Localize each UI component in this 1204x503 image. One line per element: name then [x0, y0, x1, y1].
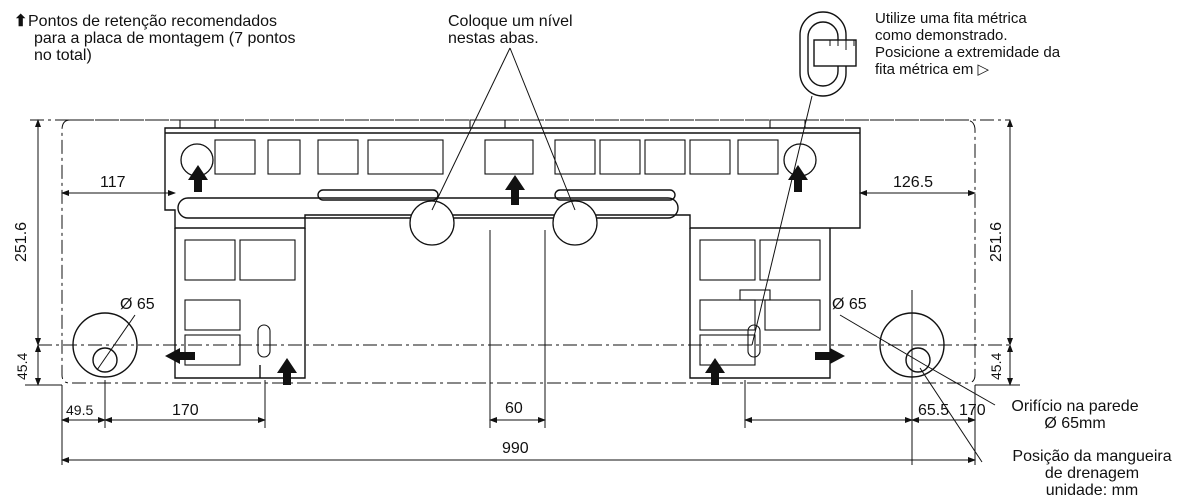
drain-hose-note: Posição da mangueira de drenagem unidade…	[1012, 448, 1172, 499]
unit-outline	[61, 119, 976, 384]
dim-height-right: 251.6	[988, 221, 1005, 262]
dim-low-right: 45.4	[988, 352, 1004, 380]
level-tabs-note: Coloque um nível nestas abas.	[448, 13, 573, 47]
dim-hole-left: Ø 65	[120, 296, 155, 313]
dim-right-offset: 126.5	[893, 174, 934, 191]
dim-left-offset: 117	[100, 174, 126, 191]
retention-points-note: ⬆Pontos de retenção recomendados para a …	[14, 13, 296, 64]
tape-measure-note: Utilize uma fita métrica como demonstrad…	[875, 10, 1061, 78]
leader-lines	[96, 47, 996, 463]
dim-total-width: 990	[502, 440, 529, 457]
retention-arrows	[165, 165, 845, 385]
dim-bottom-65-5: 65.5	[918, 402, 950, 419]
dim-hole-right: Ø 65	[832, 296, 867, 313]
retention-arrow-icon: ⬆	[14, 13, 28, 30]
level-tabs	[409, 200, 598, 246]
dimension-lines	[25, 119, 1020, 465]
dim-bottom-170-right: 170	[959, 402, 986, 419]
wall-hole-note: Orifício na parede Ø 65mm	[1011, 398, 1139, 432]
dim-height-left: 251.6	[13, 221, 30, 262]
tape-measure-icon	[799, 11, 857, 97]
dim-bottom-49-5: 49.5	[66, 402, 94, 418]
dim-bottom-60: 60	[505, 400, 523, 417]
mounting-plate	[164, 119, 861, 379]
dim-bottom-170-left: 170	[172, 402, 199, 419]
dim-low-left: 45.4	[14, 352, 30, 380]
